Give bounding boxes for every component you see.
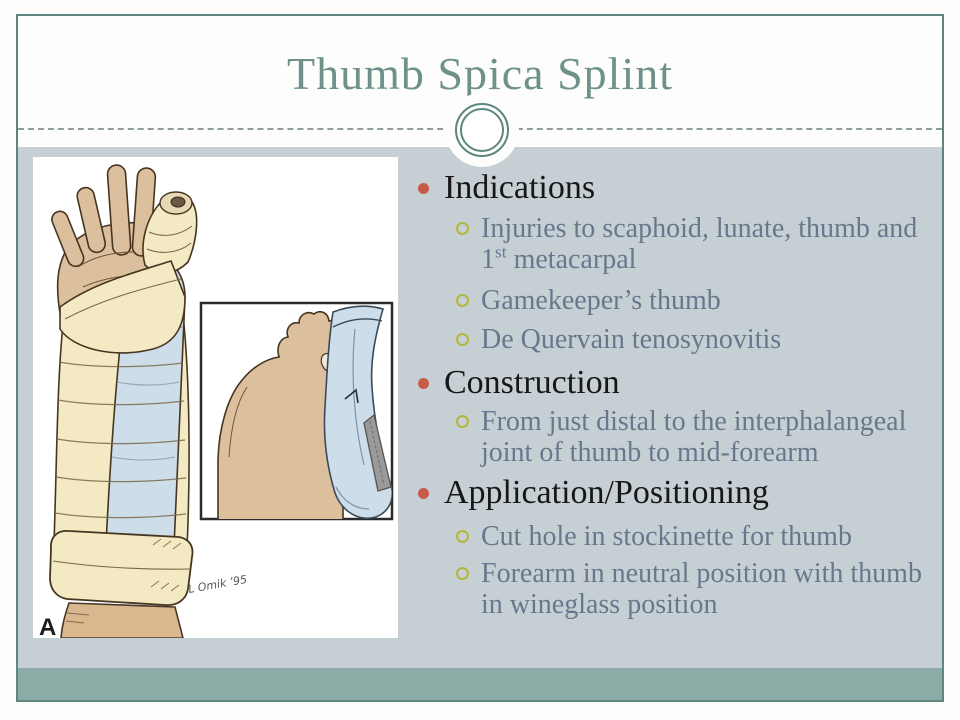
list-item-construction-extent: From just distal to the interphalangeal … [412, 406, 947, 468]
olive-ring-bullet-icon [456, 530, 469, 543]
section-heading-construction: Construction [412, 363, 947, 403]
list-item-de-quervain: De Quervain tenosynovitis [412, 324, 947, 355]
content-outline: Indications Injuries to scaphoid, lunate… [412, 168, 947, 620]
list-item-text: De Quervain tenosynovitis [481, 324, 782, 355]
palm-wrap-band [59, 260, 186, 354]
ordinal-superscript: st [495, 242, 507, 262]
thumb-spica-illustration: A L Omik ’95 [39, 164, 394, 641]
section-heading-label: Application/Positioning [444, 474, 769, 511]
olive-ring-bullet-icon [456, 294, 469, 307]
section-heading-application-positioning: Application/Positioning [412, 473, 947, 513]
list-item-text: Cut hole in stockinette for thumb [481, 521, 852, 552]
slide-title: Thumb Spica Splint [287, 48, 673, 99]
scissors-icon [363, 413, 392, 492]
olive-ring-bullet-icon [456, 567, 469, 580]
section-heading-label: Indications [444, 169, 596, 206]
red-dot-bullet-icon [418, 183, 429, 194]
cuff-hatching [150, 538, 182, 592]
list-item-stockinette: Cut hole in stockinette for thumb [412, 521, 947, 552]
olive-ring-bullet-icon [456, 415, 469, 428]
artist-signature: L Omik ’95 [187, 573, 248, 596]
outline-column: Indications Injuries to scaphoid, lunate… [412, 160, 947, 620]
list-item-text: From just distal to the interphalangeal … [481, 406, 907, 468]
wrist-cuff-drawing [49, 530, 194, 606]
red-dot-bullet-icon [418, 488, 429, 499]
olive-ring-bullet-icon [456, 222, 469, 235]
bandage-wrap-lines [54, 361, 187, 519]
list-item-gamekeepers-thumb: Gamekeeper’s thumb [412, 285, 947, 316]
list-item-text: Gamekeeper’s thumb [481, 285, 721, 316]
fingers [51, 164, 157, 268]
list-item-text: Forearm in neutral position with thumb i… [481, 558, 922, 620]
red-dot-bullet-icon [418, 378, 429, 389]
forearm-skin [60, 602, 185, 639]
skin-sketch-lines [65, 612, 90, 624]
list-item-injuries: Injuries to scaphoid, lunate, thumb and … [412, 213, 947, 275]
list-item-wineglass-position: Forearm in neutral position with thumb i… [412, 558, 947, 620]
inset-illustration [199, 301, 394, 521]
olive-ring-bullet-icon [456, 333, 469, 346]
cut-mark [344, 388, 359, 404]
figure-label: A [39, 614, 56, 638]
section-heading-indications: Indications [412, 168, 947, 208]
bottom-accent-band [18, 668, 942, 700]
illustration-box: A L Omik ’95 [33, 157, 398, 641]
divider-circle-inner-ring [460, 108, 504, 152]
divider-circle-ornament-icon [455, 103, 509, 157]
list-item-text: Injuries to scaphoid, lunate, thumb and … [481, 213, 918, 275]
section-heading-label: Construction [444, 364, 620, 401]
thumb-bandage-drawing [142, 191, 198, 274]
